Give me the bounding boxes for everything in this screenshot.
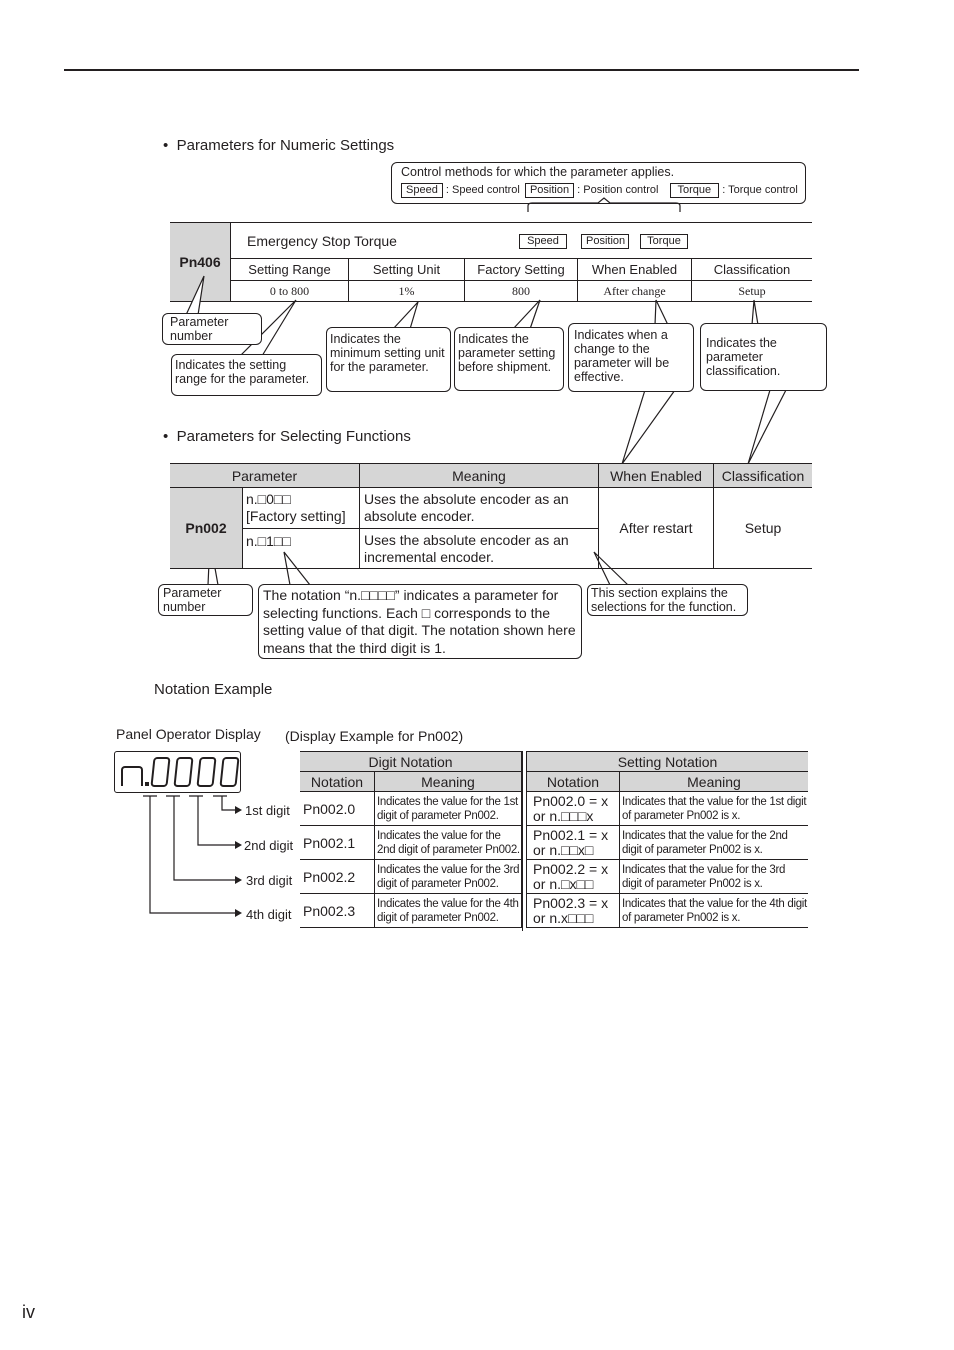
digit-label-1: 1st digit — [245, 803, 290, 818]
digit-col-notation: Notation — [300, 771, 375, 792]
digit-meaning-4: Indicates the value for the 4th digit of… — [374, 893, 522, 928]
callout-param-number: Parameter number — [162, 313, 262, 345]
display-example-label: (Display Example for Pn002) — [285, 728, 464, 744]
panel-char-n — [121, 766, 143, 786]
digit-notation-3: Pn002.2 — [300, 859, 375, 894]
setting-notation-3-line2: or n.□x□□ — [533, 875, 594, 892]
param-speed-tag: Speed — [519, 234, 567, 249]
setting-notation-1-line1: Pn002.0 = x — [533, 792, 609, 809]
header-parameter: Parameter — [170, 463, 360, 488]
torque-desc: : Torque control — [722, 184, 798, 196]
selecting-param-table: Parameter Meaning When Enabled Classific… — [170, 463, 812, 569]
torque-tag: Torque — [669, 183, 720, 198]
setting-notation-header: Setting Notation — [526, 751, 808, 772]
header-when-enabled-2: When Enabled — [598, 463, 714, 488]
setting-meaning-4: Indicates that the value for the 4th dig… — [619, 893, 808, 928]
param-name-row: Emergency Stop Torque Speed Position Tor… — [230, 222, 812, 259]
notation-example-heading: Notation Example — [154, 681, 273, 698]
notation-cell-1: n.□0□□[Factory setting] — [242, 487, 360, 529]
setting-col-notation: Notation — [526, 771, 620, 792]
header-classification-2: Classification — [713, 463, 812, 488]
digit-label-3: 3rd digit — [246, 873, 293, 888]
setting-notation-1-line2: or n.□□□x — [533, 807, 594, 824]
callout-when-enabled: Indicates when a change to the parameter… — [568, 323, 694, 392]
header-setting-unit: Setting Unit — [348, 258, 465, 281]
header-factory-setting: Factory Setting — [464, 258, 578, 281]
callout-classification: Indicates the parameter classification. — [700, 323, 827, 391]
digit-label-2: 2nd digit — [244, 838, 294, 853]
header-setting-range: Setting Range — [230, 258, 349, 281]
digit-notation-1: Pn002.0 — [300, 791, 375, 826]
setting-notation-3-line1: Pn002.2 = x — [533, 860, 609, 877]
digit-notation-2: Pn002.1 — [300, 825, 375, 860]
top-rule — [64, 69, 859, 71]
value-setting-unit: 1% — [348, 280, 465, 302]
control-methods-callout: Control methods for which the parameter … — [391, 162, 806, 204]
setting-col-meaning: Meaning — [619, 771, 808, 792]
header-meaning: Meaning — [359, 463, 599, 488]
when-enabled-value: After restart — [598, 487, 714, 569]
speed-tag: Speed — [401, 183, 443, 198]
notation-value-1: n.□0□□ — [246, 491, 291, 507]
digit-meaning-2: Indicates the value for the 2nd digit of… — [374, 825, 522, 860]
setting-meaning-2: Indicates that the value for the 2nd dig… — [619, 825, 808, 860]
position-tag: Position — [524, 183, 575, 198]
page-number: iv — [22, 1302, 35, 1322]
digit-meaning-1: Indicates the value for the 1st digit of… — [374, 791, 522, 826]
digit-meaning-3: Indicates the value for the 3rd digit of… — [374, 859, 522, 894]
setting-meaning-3: Indicates that the value for the 3rd dig… — [619, 859, 808, 894]
meaning-cell-1: Uses the absolute encoder as an absolute… — [359, 487, 599, 529]
factory-setting-note: [Factory setting] — [246, 508, 346, 524]
callout-setting-unit: Indicates the minimum setting unit for t… — [326, 327, 451, 392]
setting-notation-table: Setting Notation Notation Meaning Pn002.… — [526, 751, 808, 928]
callout-section: This section explains the selections for… — [587, 584, 748, 616]
digit-label-4: 4th digit — [246, 907, 292, 922]
param-name: Emergency Stop Torque — [247, 232, 397, 249]
value-factory-setting: 800 — [464, 280, 578, 302]
setting-notation-2-line1: Pn002.1 = x — [533, 826, 609, 843]
section-heading-selecting: • Parameters for Selecting Functions — [163, 428, 411, 445]
callout-factory-setting: Indicates the parameter setting before s… — [454, 327, 564, 391]
numeric-param-table: Pn406 Emergency Stop Torque Speed Positi… — [170, 222, 812, 302]
value-setting-range: 0 to 800 — [230, 280, 349, 302]
table-double-rule — [522, 751, 523, 931]
setting-notation-2-line2: or n.□□x□ — [533, 841, 594, 858]
notation-cell-2: n.□1□□ — [242, 528, 360, 569]
digit-col-meaning: Meaning — [374, 771, 522, 792]
param-position-tag: Position — [581, 234, 629, 249]
digit-notation-4: Pn002.3 — [300, 893, 375, 928]
callout-param-number-2: Parameter number — [158, 584, 253, 616]
panel-dot — [145, 782, 149, 786]
callout-setting-range: Indicates the setting range for the para… — [171, 354, 322, 396]
control-methods-title: Control methods for which the parameter … — [401, 165, 675, 179]
value-classification: Setup — [691, 280, 812, 302]
param-torque-tag: Torque — [640, 234, 688, 249]
section-heading-numeric: • Parameters for Numeric Settings — [163, 137, 395, 154]
value-when-enabled: After change — [577, 280, 692, 302]
panel-operator-label: Panel Operator Display — [116, 726, 261, 742]
classification-value: Setup — [713, 487, 812, 569]
param-number-cell-2: Pn002 — [170, 487, 243, 569]
setting-meaning-1: Indicates that the value for the 1st dig… — [619, 791, 808, 826]
control-methods-legend: Speed : Speed control Position : Positio… — [401, 183, 798, 198]
callout-notation: The notation “n.□□□□” indicates a parame… — [258, 584, 582, 659]
panel-display — [114, 751, 241, 793]
position-desc: : Position control — [577, 184, 659, 196]
meaning-cell-2: Uses the absolute encoder as an incremen… — [359, 528, 599, 569]
digit-notation-header: Digit Notation — [300, 751, 522, 772]
setting-notation-4-line2: or n.x□□□ — [533, 909, 594, 926]
speed-desc: : Speed control — [445, 184, 520, 196]
setting-notation-4-line1: Pn002.3 = x — [533, 894, 609, 911]
